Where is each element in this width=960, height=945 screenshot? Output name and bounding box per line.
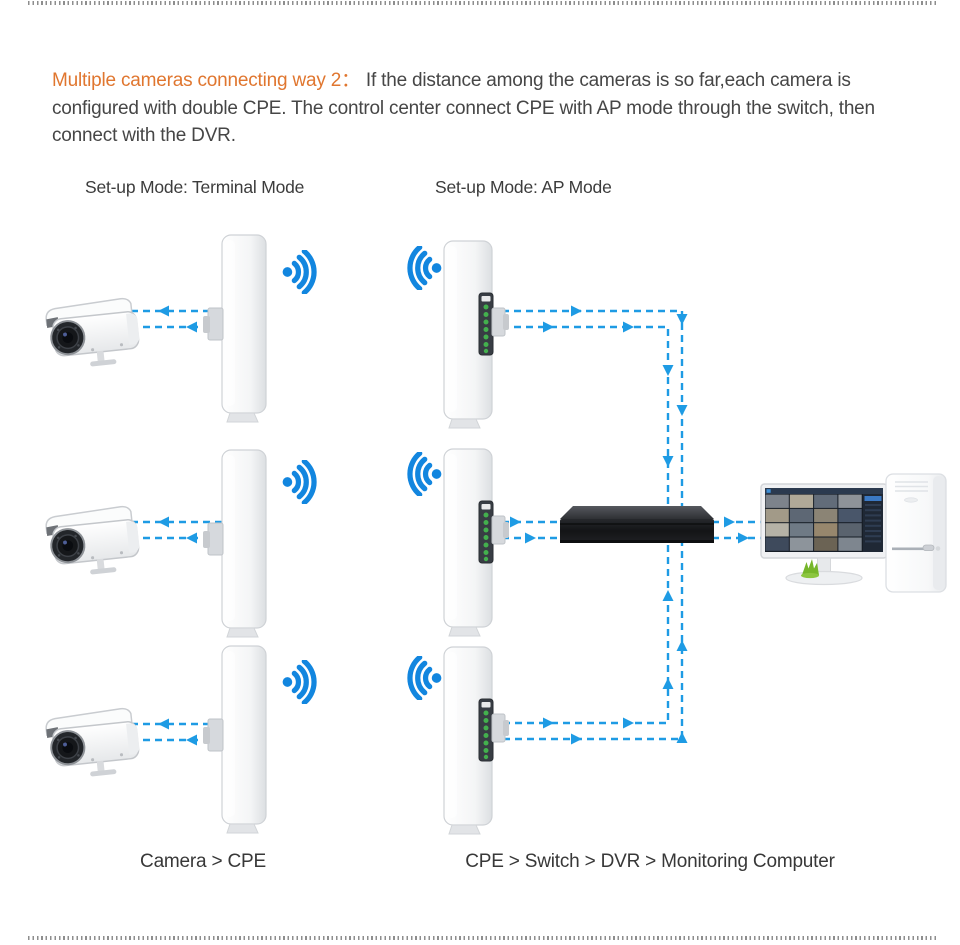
desk-plant [801,559,819,579]
intro-highlight: Multiple cameras connecting way 2： [52,70,360,91]
top-dotted-divider [28,1,936,5]
ap-mode-label: Set-up Mode: AP Mode [435,177,612,197]
cctv-sidebar-rows [865,504,881,543]
wifi-signal-right-icon-2 [280,460,320,504]
network-switch [560,506,714,543]
cpe-ap-3 [432,644,512,839]
terminal-footer-label: Camera > CPE [140,851,266,872]
cpe-terminal-2 [200,447,280,642]
cpe-terminal-3 [200,643,280,838]
computer-tower [885,473,947,593]
cpe-ap-1 [432,238,512,433]
cctv-camera-3 [34,706,152,784]
intro-paragraph: Multiple cameras connecting way 2：If the… [52,67,932,150]
cctv-camera-1 [34,296,152,374]
monitoring-computer-display [760,483,888,586]
ap-footer-label: CPE > Switch > DVR > Monitoring Computer [465,851,835,872]
bottom-dotted-divider [28,936,936,940]
cctv-camera-2 [34,504,152,582]
wifi-signal-right-icon-1 [280,250,320,294]
cpe-ap-2 [432,446,512,641]
wifi-signal-right-icon-3 [280,660,320,704]
cpe-terminal-1 [200,232,280,427]
terminal-mode-label: Set-up Mode: Terminal Mode [85,177,305,197]
cctv-grid-thumbnails [765,494,862,551]
intro-body: If the distance among the cameras is so … [52,70,875,146]
